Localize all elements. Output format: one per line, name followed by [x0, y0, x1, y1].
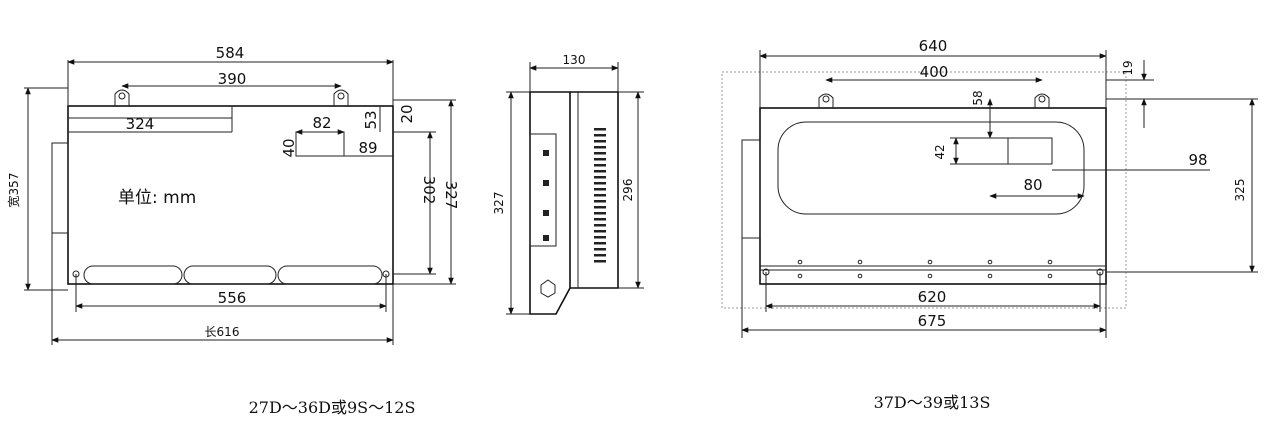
mount-bracket [529, 133, 557, 247]
dim-675: 675 [918, 312, 947, 330]
display-window [295, 131, 345, 157]
dim-390: 390 [218, 70, 247, 88]
dim-19: 19 [1121, 60, 1135, 75]
dim-length-616: 长616 [205, 325, 240, 339]
screw-hole [857, 259, 863, 265]
caption-small-model: 27D～36D或9S～12S [249, 398, 416, 417]
fin-slot [594, 146, 606, 149]
screw-hole [1047, 259, 1053, 265]
fin-slot [594, 248, 606, 251]
heatsink-fins [594, 128, 606, 263]
vent-slot [183, 265, 277, 285]
dim-89: 89 [358, 139, 377, 157]
mount-lug-right-large [1034, 93, 1050, 108]
fin-slot [594, 242, 606, 245]
dim-40: 40 [280, 138, 298, 157]
dim-296: 296 [621, 179, 635, 202]
fin-slot [594, 224, 606, 227]
screw-hole [857, 273, 863, 279]
display-window-large [1007, 137, 1053, 165]
dim-620: 620 [918, 288, 947, 306]
dim-20: 20 [398, 104, 416, 123]
dim-584: 584 [216, 44, 245, 62]
side-panel-large [741, 139, 761, 239]
fin-slot [594, 188, 606, 191]
fin-slot [594, 152, 606, 155]
fin-slot [594, 158, 606, 161]
fin-slot [594, 182, 606, 185]
screw-hole [927, 259, 933, 265]
unit-note: 单位: mm [118, 188, 196, 208]
dim-400: 400 [920, 63, 949, 81]
dim-80: 80 [1023, 176, 1042, 194]
fin-slot [594, 164, 606, 167]
fin-slot [594, 212, 606, 215]
fin-slot [594, 140, 606, 143]
screw-hole [987, 259, 993, 265]
dim-98: 98 [1188, 151, 1207, 169]
front-cover [777, 121, 1085, 215]
drawing-front-view-small: 584 390 324 82 40 89 53 20 302 327 [6, 44, 460, 417]
screw-hole [987, 273, 993, 279]
mount-lug-left-large [818, 93, 834, 108]
fin-slot [594, 254, 606, 257]
fin-slot [594, 218, 606, 221]
dim-130: 130 [563, 53, 586, 67]
fin-slot [594, 236, 606, 239]
vent-slot [277, 265, 383, 285]
dim-327: 327 [442, 181, 460, 210]
side-body-left [529, 91, 571, 315]
dim-42: 42 [933, 144, 947, 159]
dim-58: 58 [971, 90, 985, 105]
drawing-front-view-large: 640 400 19 58 42 98 80 325 620 [721, 37, 1258, 412]
screw-hole [1047, 273, 1053, 279]
mount-lug-right [333, 89, 349, 106]
side-panel [51, 142, 69, 234]
dim-82: 82 [312, 114, 331, 132]
dim-556: 556 [218, 289, 247, 307]
fin-slot [594, 176, 606, 179]
dim-327-side: 327 [492, 192, 506, 215]
side-body-right [570, 91, 619, 289]
fin-slot [594, 194, 606, 197]
screw-hole [927, 273, 933, 279]
mount-lug-left [114, 89, 130, 106]
screw-row [797, 259, 1053, 279]
fin-slot [594, 200, 606, 203]
dim-640: 640 [919, 37, 948, 55]
dim-53: 53 [362, 110, 380, 129]
fin-slot [594, 260, 606, 263]
fin-slot [594, 206, 606, 209]
fin-slot [594, 128, 606, 131]
dim-324: 324 [126, 115, 155, 133]
vent-slot [83, 265, 183, 285]
fin-slot [594, 170, 606, 173]
screw-hole [797, 273, 803, 279]
dim-325: 325 [1233, 179, 1247, 202]
dim-width-357: 宽357 [6, 173, 21, 208]
caption-large-model: 37D～39或13S [874, 393, 991, 412]
screw-hole [797, 259, 803, 265]
dim-302: 302 [420, 176, 438, 205]
fin-slot [594, 134, 606, 137]
fin-slot [594, 230, 606, 233]
drawing-side-view: 130 327 296 [492, 53, 644, 315]
